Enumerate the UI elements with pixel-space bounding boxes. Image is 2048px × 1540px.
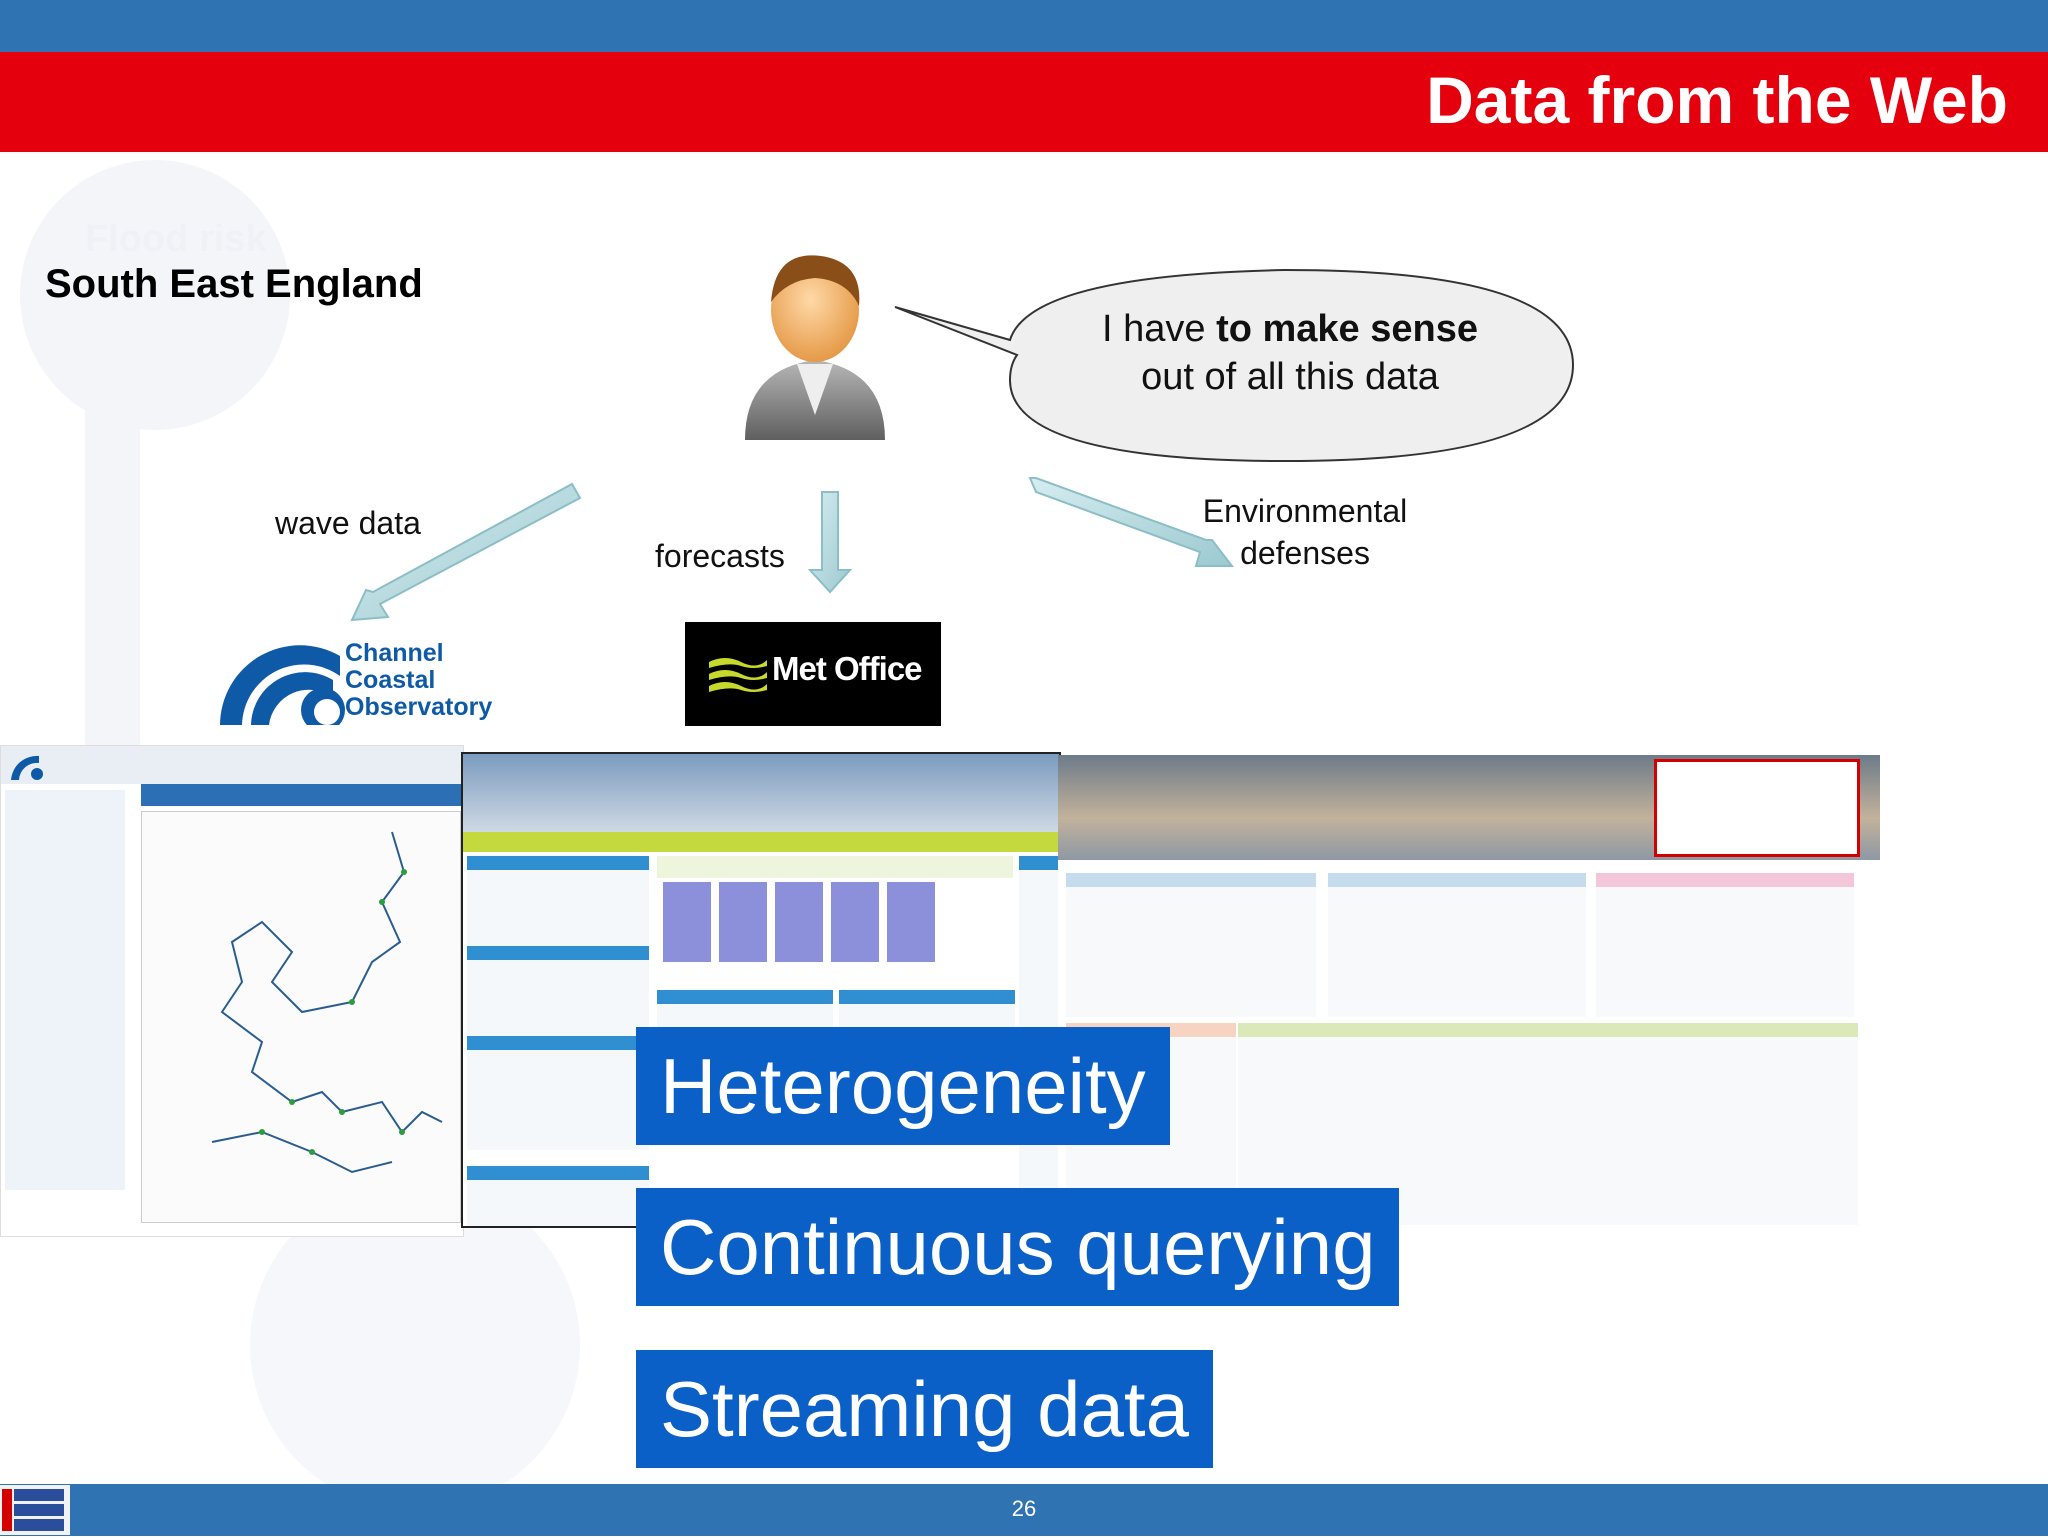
cco-line-3: Observatory	[345, 693, 493, 721]
met-warning-map-4	[831, 882, 879, 962]
met-box-climate	[467, 946, 649, 1044]
person-icon	[745, 255, 885, 440]
cco-site-map	[141, 811, 461, 1223]
ea-card-at-home	[1066, 873, 1316, 1017]
top-bar	[0, 0, 2048, 52]
channel-coastal-observatory-logo	[220, 645, 345, 725]
speech-bubble	[894, 268, 1575, 463]
arrow-forecasts	[807, 491, 853, 594]
group-logo-icon	[2, 1489, 64, 1531]
label-environmental-defenses: Environmental defenses	[1180, 490, 1430, 574]
label-wave-data: wave data	[275, 505, 421, 541]
faded-label: Flood risk	[85, 218, 267, 260]
ea-card-business	[1328, 873, 1586, 1017]
screenshot-environment-agency-website	[1058, 755, 1880, 1225]
met-box-weather-snow	[467, 856, 649, 954]
speech-bold: to make sense	[1216, 308, 1478, 350]
bottom-bar	[0, 1484, 2048, 1536]
background-pin-stem	[85, 400, 140, 780]
cco-site-sidebar	[5, 790, 125, 1190]
met-warning-map-5	[887, 882, 935, 962]
met-warning-map-2	[719, 882, 767, 962]
banner-streaming-data: Streaming data	[636, 1350, 1213, 1468]
speech-part-2: out of all this data	[1141, 356, 1439, 398]
region-label: South East England	[45, 262, 423, 306]
met-warnings-header	[657, 856, 1013, 878]
ea-card-important-info	[1698, 1023, 1858, 1225]
title-bar	[0, 52, 2048, 152]
met-warning-map-1	[663, 882, 711, 962]
screenshot-met-office-website	[461, 752, 1061, 1228]
banner-continuous-querying: Continuous querying	[636, 1188, 1400, 1306]
met-office-logo-text: Met Office	[772, 650, 923, 687]
met-site-nav	[463, 832, 1059, 852]
met-site-header	[463, 754, 1059, 832]
met-warning-map-3	[775, 882, 823, 962]
ea-flood-warning-box	[1654, 759, 1860, 857]
cco-site-nav	[141, 784, 463, 806]
met-office-logo	[685, 622, 941, 726]
cco-line-1: Channel	[345, 639, 444, 667]
speech-text: I have to make sense out of all this dat…	[1085, 305, 1495, 401]
slide-title: Data from the Web	[1426, 63, 2008, 137]
background-pin-head	[20, 160, 290, 430]
footer-group-logo	[0, 1485, 70, 1535]
banner-heterogeneity: Heterogeneity	[636, 1027, 1170, 1145]
cco-line-2: Coastal	[345, 666, 436, 694]
ea-card-planning	[1596, 873, 1854, 1017]
met-office-wave-icon	[709, 658, 767, 692]
speech-part-1: I have	[1102, 308, 1217, 350]
screenshot-cco-website	[0, 745, 464, 1237]
cco-site-header	[1, 746, 463, 784]
label-env-line-2: defenses	[1240, 535, 1370, 571]
label-env-line-1: Environmental	[1202, 493, 1408, 529]
page-number: 26	[1011, 1496, 1037, 1521]
met-box-events	[467, 1036, 649, 1150]
cco-mini-logo-icon	[11, 755, 43, 780]
met-box-office	[467, 1166, 649, 1226]
label-forecasts: forecasts	[655, 538, 785, 574]
coastline-map-graphic	[211, 831, 443, 1174]
